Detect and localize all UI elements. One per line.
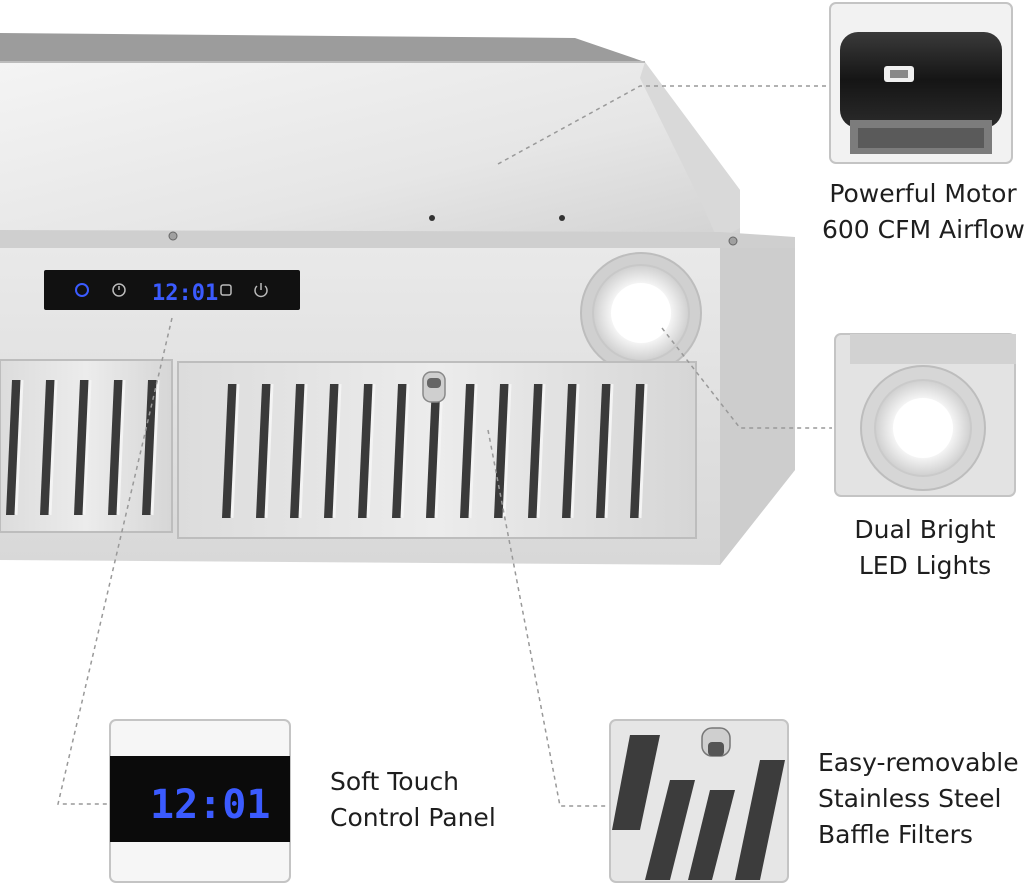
- range-hood: 12:01: [0, 33, 795, 565]
- baffle-slot: [290, 384, 306, 518]
- panel-label-line-2: Control Panel: [330, 803, 496, 832]
- baffle-slot-highlight: [434, 383, 444, 519]
- clock-display-zoomed: 12:01: [150, 782, 270, 828]
- baffle-slot-highlight: [82, 379, 92, 516]
- baffle-slot: [324, 384, 340, 518]
- clock-display: 12:01: [152, 281, 218, 306]
- baffle-slot-highlight: [604, 383, 614, 519]
- baffle-slot: [426, 384, 442, 518]
- panel-feature-label: Soft Touch Control Panel: [330, 764, 496, 836]
- control-panel-inset: 12:01: [109, 719, 291, 883]
- baffle-slot-highlight: [14, 379, 24, 516]
- filter-label-line-1: Easy-removable: [818, 748, 1019, 777]
- baffle-slot: [6, 380, 22, 515]
- baffle-slot-highlight: [264, 383, 274, 519]
- power-icon[interactable]: [254, 283, 268, 298]
- callout-lines: [57, 85, 832, 807]
- light-icon[interactable]: [220, 284, 232, 296]
- led-feature-label: Dual Bright LED Lights: [835, 512, 1015, 584]
- baffle-slot-highlight: [116, 379, 126, 516]
- baffle-slot: [74, 380, 90, 515]
- led-inset: [834, 333, 1016, 497]
- baffle-slot-highlight: [332, 383, 342, 519]
- filter-label-line-3: Baffle Filters: [818, 820, 973, 849]
- baffle-filter-left: [0, 359, 173, 533]
- motor-inset: [829, 2, 1013, 164]
- baffle-slot-highlight: [502, 383, 512, 519]
- baffle-slot: [596, 384, 612, 518]
- led-light: [580, 252, 702, 374]
- filter-feature-label: Easy-removable Stainless Steel Baffle Fi…: [818, 745, 1019, 853]
- baffle-slot-highlight: [48, 379, 58, 516]
- filter-label-line-2: Stainless Steel: [818, 784, 1002, 813]
- motor-feature-label: Powerful Motor 600 CFM Airflow: [822, 176, 1024, 248]
- baffle-slot: [108, 380, 124, 515]
- baffle-slot-highlight: [570, 383, 580, 519]
- baffle-slot: [528, 384, 544, 518]
- baffle-slot-highlight: [400, 383, 410, 519]
- baffle-slot: [256, 384, 272, 518]
- baffle-slot-highlight: [150, 379, 160, 516]
- baffle-slot: [562, 384, 578, 518]
- filter-knob[interactable]: [422, 371, 446, 403]
- baffle-slot: [222, 384, 238, 518]
- led-label-line-1: Dual Bright: [854, 515, 996, 544]
- baffle-filter-inset: [609, 719, 789, 883]
- baffle-slot: [358, 384, 374, 518]
- baffle-slot: [142, 380, 158, 515]
- baffle-slot: [40, 380, 56, 515]
- baffle-slot: [460, 384, 476, 518]
- motor-label-line-2: 600 CFM Airflow: [822, 215, 1024, 244]
- panel-label-line-1: Soft Touch: [330, 767, 460, 796]
- led-label-line-2: LED Lights: [858, 551, 992, 580]
- baffle-slot: [494, 384, 510, 518]
- baffle-slot: [630, 384, 646, 518]
- timer-icon[interactable]: [112, 283, 126, 297]
- baffle-slot-highlight: [366, 383, 376, 519]
- baffle-slot: [392, 384, 408, 518]
- baffle-slot-highlight: [468, 383, 478, 519]
- fan-icon[interactable]: [75, 283, 89, 297]
- baffle-slot-highlight: [298, 383, 308, 519]
- baffle-slot-highlight: [230, 383, 240, 519]
- baffle-slot-highlight: [536, 383, 546, 519]
- control-panel[interactable]: 12:01: [44, 270, 300, 310]
- baffle-slot-highlight: [638, 383, 648, 519]
- motor-label-line-1: Powerful Motor: [829, 179, 1017, 208]
